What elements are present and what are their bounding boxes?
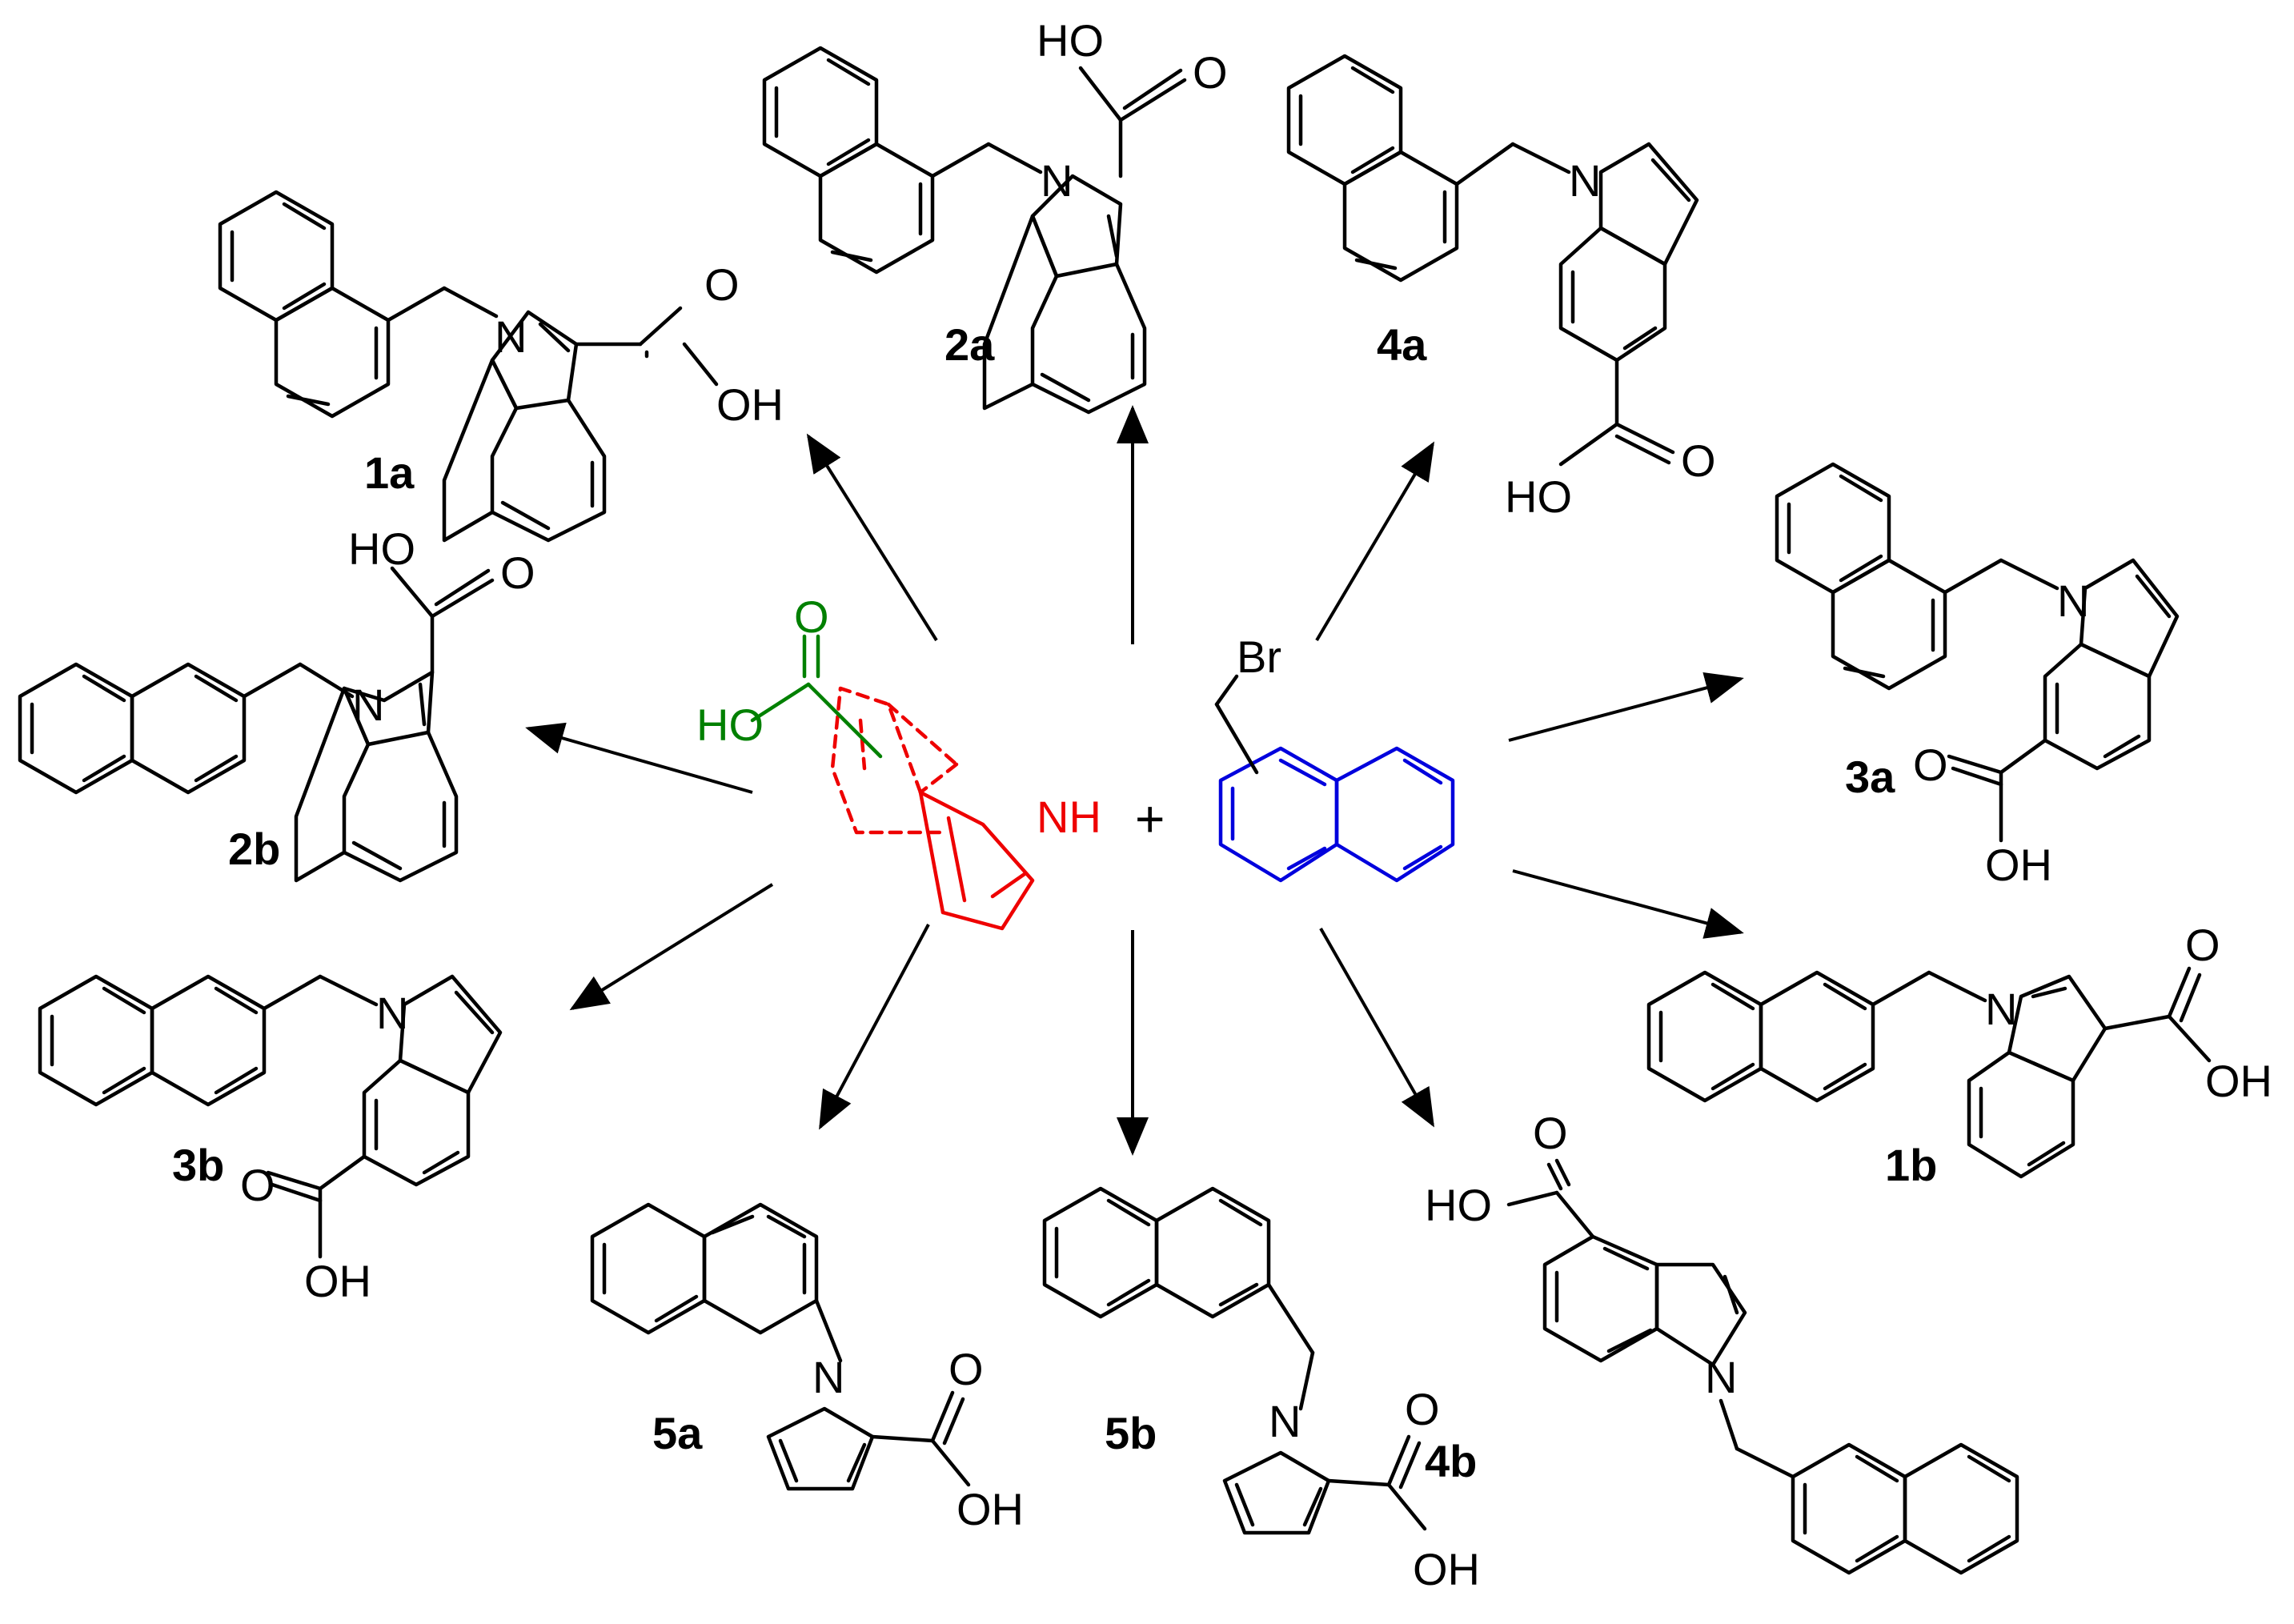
n-label: N <box>1569 155 1601 206</box>
acid-o-label: O <box>794 591 829 642</box>
ho-label: HO <box>348 523 415 574</box>
compound-label-4b: 4b <box>1425 1436 1477 1486</box>
compound-3a: N O OH 3a <box>1775 462 2180 890</box>
compound-label-5a: 5a <box>652 1408 703 1458</box>
br-label: Br <box>1237 632 1281 682</box>
o-label: O <box>1681 435 1716 486</box>
o-label: O <box>1405 1384 1440 1434</box>
compound-2b: N HO O 2b <box>18 523 535 883</box>
o-label: O <box>2185 920 2220 970</box>
o-label: O <box>704 259 740 310</box>
oh-label: OH <box>957 1484 1024 1534</box>
arrow-to-2b <box>525 722 753 794</box>
arrow-to-4b <box>1319 928 1434 1128</box>
compound-5b: N O OH 5b <box>1042 1186 1480 1594</box>
acid-ho-label: HO <box>696 700 764 750</box>
o-label: O <box>240 1160 275 1210</box>
compound-5a: N O OH 5a <box>590 1202 1024 1534</box>
o-label: O <box>500 547 535 598</box>
compound-label-2b: 2b <box>228 824 280 874</box>
compound-label-3a: 3a <box>1845 752 1895 802</box>
indole-acid-reactant: NH O HO <box>696 591 1101 931</box>
nh-label: NH <box>1037 792 1101 842</box>
arrow-to-3a <box>1508 672 1744 742</box>
compound-label-2a: 2a <box>944 319 995 370</box>
compound-label-4a: 4a <box>1377 319 1427 370</box>
ho-label: HO <box>1505 471 1572 522</box>
bromomethyl-naphthalene-reactant: Br <box>1214 632 1455 883</box>
compound-1b: N O OH 1b <box>1646 920 2272 1190</box>
oh-label: OH <box>716 379 784 430</box>
n-label: N <box>812 1352 844 1402</box>
plus-sign: + <box>1135 790 1165 848</box>
o-label: O <box>948 1344 984 1394</box>
arrows <box>525 405 1744 1156</box>
arrow-to-1a <box>806 433 938 642</box>
arrow-to-3b <box>569 883 774 1011</box>
compound-2a: N HO O 2a <box>762 15 1228 415</box>
compound-label-1b: 1b <box>1885 1140 1937 1190</box>
ho-label: HO <box>1037 15 1104 66</box>
n-label: N <box>1985 984 2017 1034</box>
n-label: N <box>1269 1396 1301 1446</box>
arrow-to-5a <box>819 924 930 1130</box>
o-label: O <box>1533 1108 1568 1158</box>
arrow-to-1b <box>1512 869 1744 939</box>
arrow-to-4a <box>1315 441 1435 642</box>
compound-label-5b: 5b <box>1105 1408 1157 1458</box>
oh-label: OH <box>2205 1056 2272 1106</box>
o-label: O <box>1913 740 1948 790</box>
compound-4b: O HO N 4b <box>1425 1108 2019 1575</box>
oh-label: OH <box>1413 1544 1480 1594</box>
compound-label-1a: 1a <box>364 447 415 498</box>
o-label: O <box>1193 47 1228 98</box>
oh-label: OH <box>1985 840 2052 890</box>
ho-label: HO <box>1425 1180 1492 1230</box>
compound-4a: N O HO 4a <box>1286 54 1716 522</box>
compound-label-3b: 3b <box>172 1140 224 1190</box>
compound-1a: N O OH 1a <box>218 190 784 543</box>
compound-3b: N O OH 3b <box>38 974 503 1306</box>
oh-label: OH <box>304 1256 371 1306</box>
n-label: N <box>1705 1352 1737 1402</box>
